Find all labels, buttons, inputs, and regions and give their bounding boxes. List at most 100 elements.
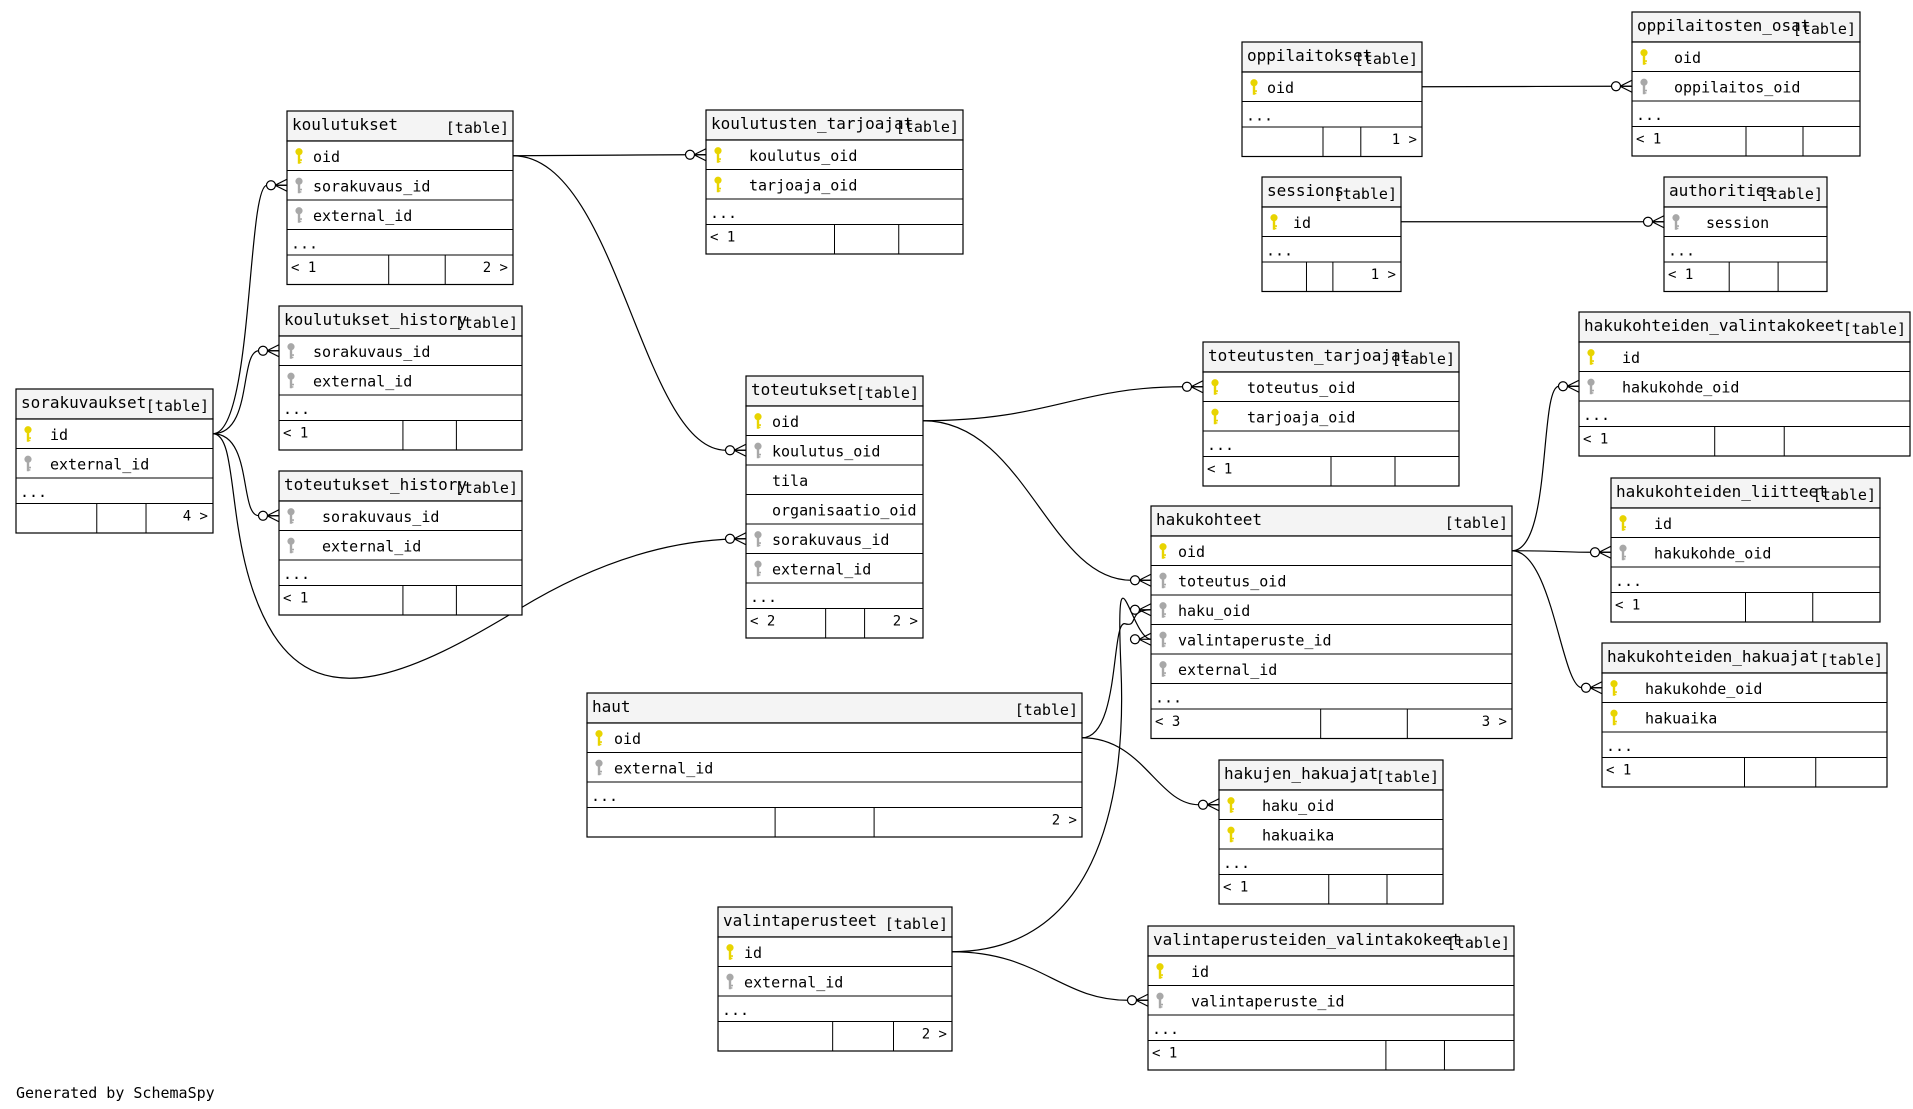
- parents-count[interactable]: < 1: [1223, 880, 1248, 896]
- foreign-key-icon: [287, 372, 295, 389]
- parents-count[interactable]: < 1: [291, 260, 316, 276]
- relationship-koulutukset-to-koulutusten-tarjoajat: [512, 154, 706, 157]
- more-columns-ellipsis: ...: [1583, 406, 1610, 424]
- column-external-id: external_id: [1178, 661, 1277, 679]
- table-type-tag: [table]: [885, 915, 948, 933]
- table-name: sorakuvaukset: [21, 393, 146, 412]
- table-koulutukset-history[interactable]: koulutukset_history[table]sorakuvaus_ide…: [278, 305, 523, 451]
- table-type-tag: [table]: [446, 119, 509, 137]
- column-session: session: [1706, 214, 1769, 232]
- more-columns-ellipsis: ...: [722, 1001, 749, 1019]
- table-header: [1578, 311, 1911, 343]
- table-body: [1150, 535, 1513, 740]
- parents-count[interactable]: < 1: [1615, 598, 1640, 614]
- table-body: [1218, 789, 1444, 905]
- crows-foot-marker: [1181, 380, 1204, 394]
- crows-foot-marker: [1126, 993, 1149, 1007]
- more-columns-ellipsis: ...: [710, 204, 737, 222]
- table-type-tag: [table]: [1447, 934, 1510, 952]
- column-haku-oid: haku_oid: [1262, 797, 1334, 815]
- foreign-key-icon: [754, 560, 762, 577]
- column-oppilaitos-oid: oppilaitos_oid: [1674, 78, 1800, 96]
- more-columns-ellipsis: ...: [1266, 242, 1293, 260]
- table-toteutusten-tarjoajat[interactable]: toteutusten_tarjoajat[table]toteutus_oid…: [1202, 341, 1460, 487]
- table-header: [1663, 176, 1828, 208]
- primary-key-icon: [1227, 826, 1235, 843]
- table-header: [1218, 759, 1444, 791]
- table-hakukohteiden-liitteet[interactable]: hakukohteiden_liitteet[table]idhakukohde…: [1610, 477, 1881, 623]
- table-koulutukset[interactable]: koulutukset[table]oidsorakuvaus_idextern…: [286, 110, 514, 286]
- table-hakujen-hakuajat[interactable]: hakujen_hakuajat[table]haku_oidhakuaika.…: [1218, 759, 1444, 905]
- table-authorities[interactable]: authorities[table]session...< 1: [1663, 176, 1828, 293]
- crows-foot-marker: [1557, 379, 1580, 393]
- crows-foot-marker: [1197, 798, 1220, 812]
- table-toteutukset[interactable]: toteutukset[table]oidkoulutus_oidtilaorg…: [745, 375, 924, 639]
- children-count[interactable]: 2 >: [1052, 813, 1077, 829]
- primary-key-icon: [1250, 79, 1258, 95]
- table-toteutukset-history[interactable]: toteutukset_history[table]sorakuvaus_ide…: [278, 470, 523, 616]
- table-name: hakukohteiden_valintakokeet: [1584, 316, 1844, 335]
- foreign-key-icon: [1159, 631, 1167, 648]
- primary-key-icon: [726, 944, 734, 960]
- column-id: id: [1191, 963, 1209, 981]
- parents-count[interactable]: < 1: [1152, 1046, 1177, 1062]
- crows-foot-marker: [1129, 603, 1152, 617]
- primary-key-icon: [1211, 408, 1219, 425]
- column-external-id: external_id: [772, 560, 871, 578]
- parents-count[interactable]: < 1: [1207, 462, 1232, 478]
- table-name: oppilaitokset: [1247, 46, 1372, 65]
- table-hakukohteiden-valintakokeet[interactable]: hakukohteiden_valintakokeet[table]idhaku…: [1578, 311, 1911, 457]
- relationship-markers: [257, 79, 1665, 1007]
- column-oid: oid: [772, 413, 799, 431]
- column-oid: oid: [1674, 49, 1701, 67]
- table-valintaperusteet[interactable]: valintaperusteet[table]idexternal_id...2…: [717, 906, 953, 1052]
- table-header: [717, 906, 953, 938]
- table-sessions[interactable]: sessions[table]id...1 >: [1261, 176, 1402, 293]
- primary-key-icon: [1211, 379, 1219, 395]
- table-type-tag: [table]: [1392, 350, 1455, 368]
- children-count[interactable]: 4 >: [183, 509, 208, 525]
- primary-key-icon: [1227, 797, 1235, 813]
- table-type-tag: [table]: [1813, 486, 1876, 504]
- table-hakukohteiden-hakuajat[interactable]: hakukohteiden_hakuajat[table]hakukohde_o…: [1601, 642, 1888, 788]
- crows-foot-marker: [1642, 215, 1665, 229]
- table-name: hakukohteiden_hakuajat: [1607, 647, 1819, 666]
- table-name: sessions: [1267, 181, 1344, 200]
- table-header: [286, 110, 514, 142]
- relationship-koulutukset-to-toteutukset: [512, 155, 746, 451]
- primary-key-icon: [595, 730, 603, 746]
- table-boxes: koulutukset[table]oidsorakuvaus_idextern…: [15, 11, 1911, 1071]
- foreign-key-icon: [287, 343, 295, 359]
- parents-count[interactable]: < 1: [1668, 267, 1693, 283]
- table-koulutusten-tarjoajat[interactable]: koulutusten_tarjoajat[table]koulutus_oid…: [705, 109, 964, 255]
- generated-by-footer: Generated by SchemaSpy: [16, 1084, 215, 1102]
- parents-count[interactable]: < 1: [1636, 132, 1661, 148]
- column-id: id: [50, 426, 68, 444]
- table-body: [745, 405, 924, 639]
- children-count[interactable]: 3 >: [1482, 714, 1507, 730]
- children-count[interactable]: 1 >: [1392, 132, 1417, 148]
- children-count[interactable]: 2 >: [483, 260, 508, 276]
- parents-count[interactable]: < 1: [283, 591, 308, 607]
- table-oppilaitosten-osat[interactable]: oppilaitosten_osat[table]oidoppilaitos_o…: [1631, 11, 1861, 157]
- children-count[interactable]: 1 >: [1371, 267, 1396, 283]
- table-valintaperusteiden-valintakokeet[interactable]: valintaperusteiden_valintakokeet[table]i…: [1147, 925, 1515, 1071]
- parents-count[interactable]: < 2: [750, 614, 775, 630]
- table-body: [586, 722, 1083, 838]
- crows-foot-marker: [265, 178, 288, 192]
- parents-count[interactable]: < 1: [283, 426, 308, 442]
- foreign-key-icon: [287, 508, 295, 524]
- parents-count[interactable]: < 1: [1583, 432, 1608, 448]
- table-hakukohteet[interactable]: hakukohteet[table]oidtoteutus_oidhaku_oi…: [1150, 505, 1513, 740]
- parents-count[interactable]: < 1: [1606, 763, 1631, 779]
- parents-count[interactable]: < 1: [710, 230, 735, 246]
- parents-count[interactable]: < 3: [1155, 714, 1180, 730]
- children-count[interactable]: 2 >: [893, 614, 918, 630]
- column-oid: oid: [313, 148, 340, 166]
- foreign-key-icon: [295, 177, 303, 194]
- table-oppilaitokset[interactable]: oppilaitokset[table]oid...1 >: [1241, 41, 1423, 158]
- children-count[interactable]: 2 >: [922, 1027, 947, 1043]
- primary-key-icon: [1156, 963, 1164, 979]
